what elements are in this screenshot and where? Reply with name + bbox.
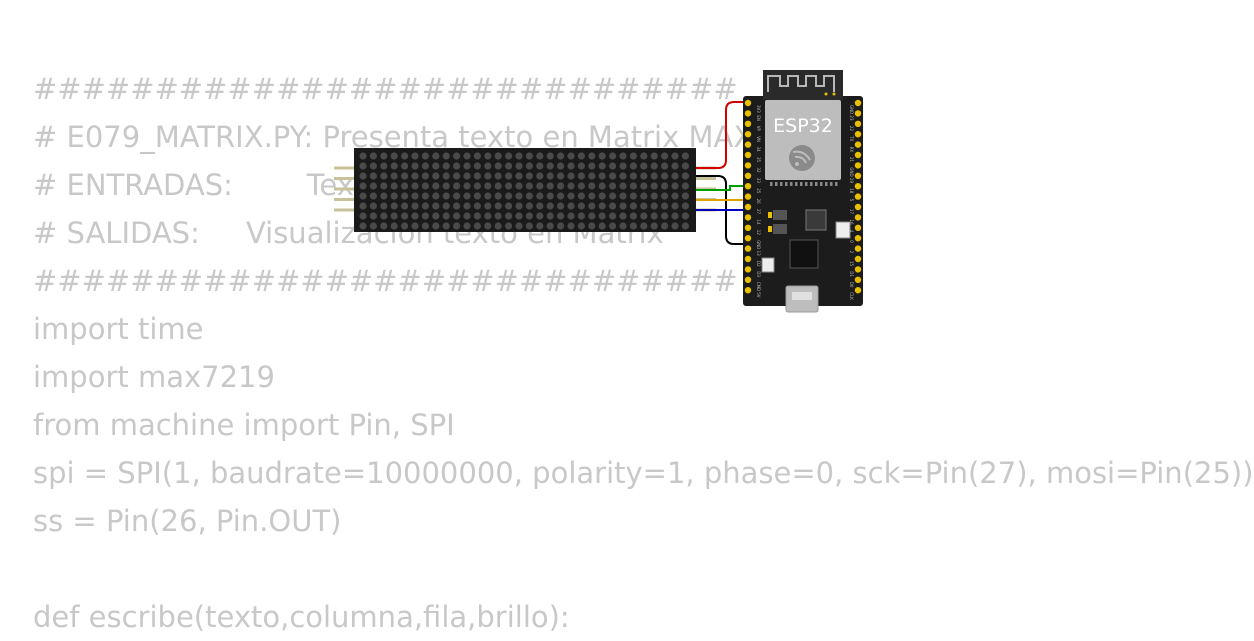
- code-editor[interactable]: ############################# # E079_MATR…: [33, 65, 1254, 634]
- code-line[interactable]: # ENTRADAS: Texto: [33, 168, 384, 202]
- code-line[interactable]: [33, 545, 1200, 593]
- code-line[interactable]: import max7219: [33, 360, 275, 394]
- code-line[interactable]: def escribe(texto,columna,fila,brillo):: [33, 600, 570, 634]
- code-line[interactable]: #############################: [33, 264, 738, 298]
- code-line[interactable]: import time: [33, 312, 204, 346]
- code-line[interactable]: spi = SPI(1, baudrate=10000000, polarity…: [33, 456, 1254, 490]
- code-line[interactable]: ss = Pin(26, Pin.OUT): [33, 504, 342, 538]
- code-line[interactable]: # SALIDAS: Visualización texto en Matrix: [33, 216, 664, 250]
- code-line[interactable]: #############################: [33, 72, 738, 106]
- code-line[interactable]: # E079_MATRIX.PY: Presenta texto en Matr…: [33, 120, 827, 154]
- code-line[interactable]: from machine import Pin, SPI: [33, 408, 455, 442]
